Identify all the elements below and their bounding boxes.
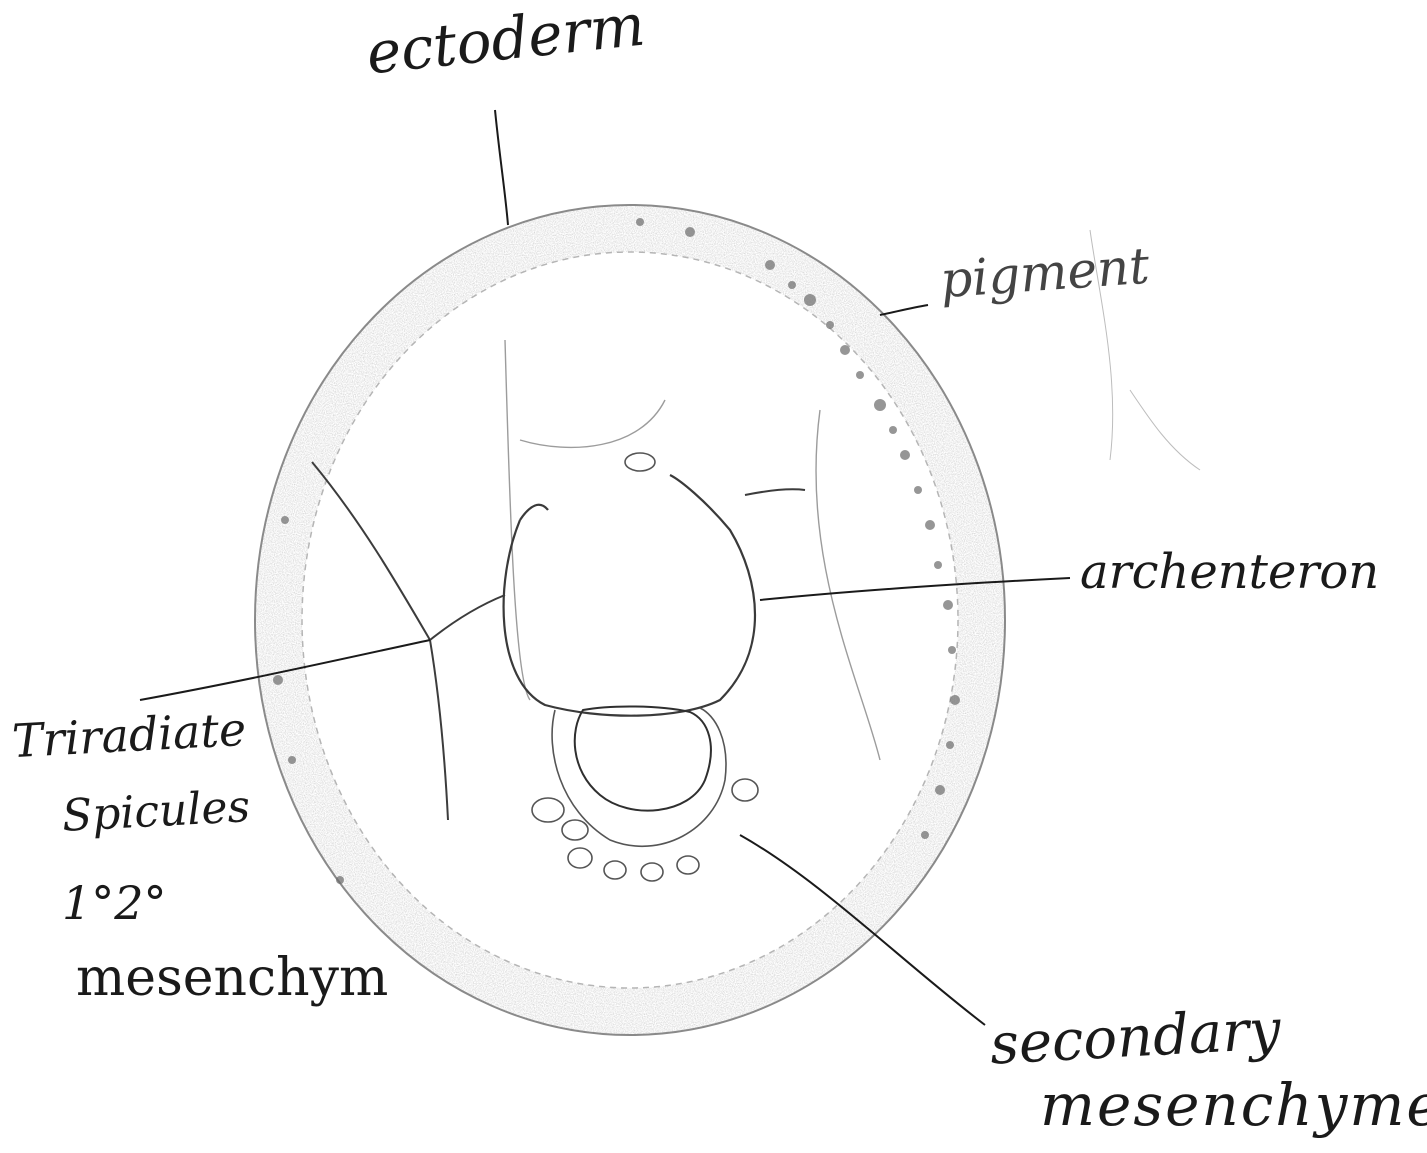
label-triradiate: Triradiate [11,706,247,764]
label-secondary: secondary [989,1002,1282,1073]
label-mesenchyme: mesenchyme [1040,1076,1427,1134]
label-mesenchyme-order: 1°2° [62,880,167,926]
label-archenteron: archenteron [1080,548,1379,596]
label-pigment: pigment [939,241,1151,305]
label-mesenchym: mesenchym [76,952,388,1004]
label-spicules: Spicules [61,785,251,839]
ectoderm-ring-shading [200,180,1060,1060]
